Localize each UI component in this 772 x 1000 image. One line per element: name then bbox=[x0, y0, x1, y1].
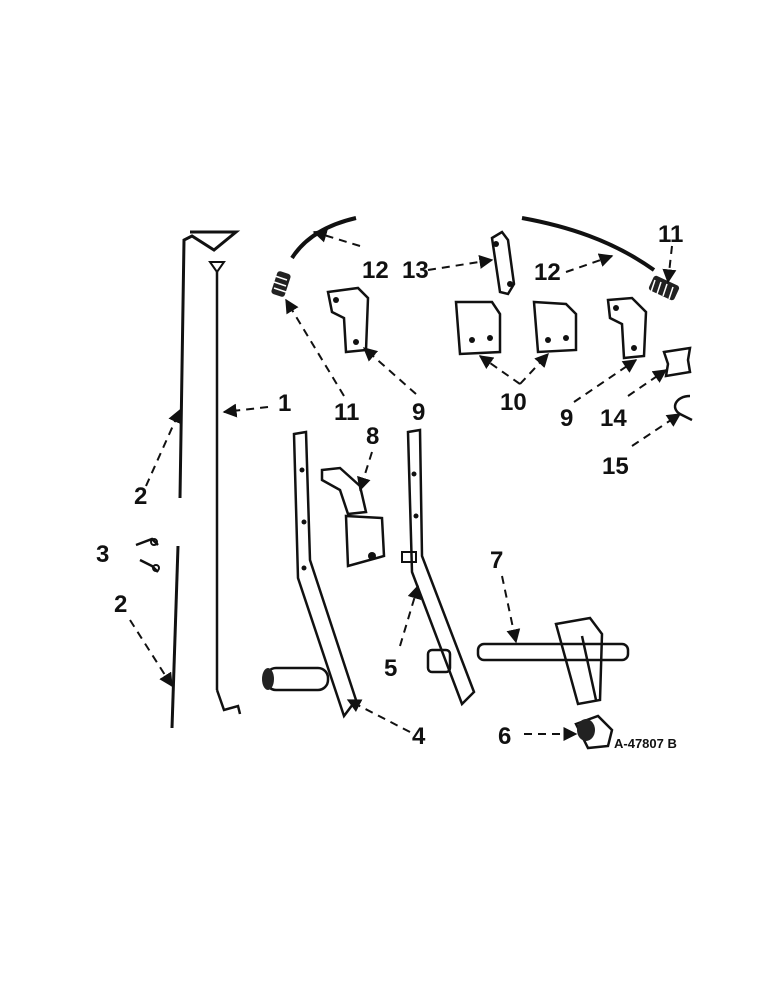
shaft-part-7 bbox=[476, 616, 630, 706]
rod-part-2 bbox=[170, 230, 241, 729]
callout-15: 15 bbox=[602, 453, 629, 480]
cable-part-12-right bbox=[521, 216, 656, 272]
callout-2-upper: 2 bbox=[134, 483, 147, 510]
callout-2-lower: 2 bbox=[114, 591, 127, 618]
callout-12-left: 12 bbox=[362, 257, 389, 284]
callout-14: 14 bbox=[600, 405, 627, 432]
lever-part-4 bbox=[262, 430, 358, 719]
callout-12-right: 12 bbox=[534, 259, 561, 286]
callout-13: 13 bbox=[402, 257, 429, 284]
callout-10: 10 bbox=[500, 389, 527, 416]
bracket-part-9-left bbox=[326, 286, 370, 354]
spring-part-11-left bbox=[271, 271, 291, 297]
callout-3: 3 bbox=[96, 541, 109, 568]
callout-11-right: 11 bbox=[658, 221, 683, 248]
callout-7: 7 bbox=[490, 547, 503, 574]
bracket-part-8 bbox=[320, 466, 386, 568]
callout-1: 1 bbox=[278, 390, 291, 417]
lever-part-5 bbox=[401, 428, 476, 707]
clips-part-3 bbox=[135, 537, 160, 573]
callout-9-right: 9 bbox=[560, 405, 573, 432]
cable-part-12-left bbox=[290, 216, 357, 260]
control-rod-part-1 bbox=[208, 261, 242, 715]
spring-part-11-right bbox=[648, 275, 680, 301]
callout-11-left: 11 bbox=[334, 399, 359, 426]
bracket-part-10-right bbox=[532, 300, 578, 354]
guide-part-14 bbox=[662, 346, 692, 378]
callout-8: 8 bbox=[366, 423, 379, 450]
clip-part-15 bbox=[673, 394, 693, 422]
link-part-13 bbox=[490, 230, 516, 296]
callout-labels: 1 2 3 2 12 13 12 11 11 9 10 9 14 15 8 7 … bbox=[96, 221, 683, 750]
leader-lines bbox=[129, 228, 682, 741]
roller-part-6 bbox=[574, 714, 614, 750]
drawing-code: A-47807 B bbox=[614, 736, 677, 751]
bracket-part-10-left bbox=[454, 300, 502, 356]
callout-4: 4 bbox=[412, 723, 426, 750]
bracket-part-9-right bbox=[606, 296, 648, 360]
callout-5: 5 bbox=[384, 655, 397, 682]
callout-6: 6 bbox=[498, 723, 511, 750]
callout-9-left: 9 bbox=[412, 399, 425, 426]
